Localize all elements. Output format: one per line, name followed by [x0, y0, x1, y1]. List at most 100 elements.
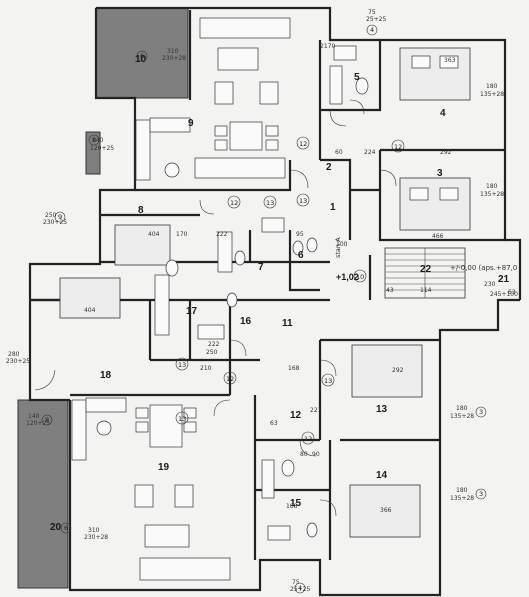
- svg-text:75: 75: [292, 579, 300, 586]
- svg-text:221: 221: [310, 407, 322, 414]
- room-18: 18: [100, 370, 112, 381]
- svg-text:120+25: 120+25: [90, 145, 114, 152]
- svg-text:9: 9: [58, 213, 62, 221]
- svg-text:43: 43: [386, 287, 394, 294]
- svg-text:245+100: 245+100: [490, 291, 518, 298]
- svg-text:12: 12: [394, 143, 402, 151]
- svg-text:363: 363: [444, 57, 456, 64]
- svg-text:120+25: 120+25: [26, 420, 50, 427]
- room-19: 19: [158, 462, 170, 473]
- room-10: 10: [135, 54, 147, 65]
- svg-text:230+25: 230+25: [6, 358, 30, 365]
- room-1: 1: [330, 202, 336, 213]
- room-14: 14: [376, 470, 388, 481]
- svg-text:310: 310: [167, 48, 179, 55]
- svg-text:224: 224: [364, 149, 376, 156]
- svg-text:404: 404: [148, 231, 160, 238]
- svg-text:13: 13: [266, 199, 274, 207]
- room-17: 17: [186, 306, 198, 317]
- svg-text:80: 80: [300, 451, 308, 458]
- svg-text:63: 63: [508, 289, 516, 296]
- room-15: 15: [290, 498, 302, 509]
- circled-numbers: 12 13 12 10 12 13 12 13 12 13 13: [175, 136, 405, 445]
- svg-text:222: 222: [216, 231, 228, 238]
- svg-text:250: 250: [45, 212, 57, 219]
- svg-text:10: 10: [356, 273, 364, 281]
- room-8: 8: [138, 205, 144, 216]
- svg-text:13: 13: [324, 377, 332, 385]
- svg-text:140: 140: [92, 137, 104, 144]
- dimension-labels: 310 230+28 363 180 135+28 292 180 135+28…: [6, 9, 518, 593]
- svg-text:292: 292: [440, 149, 452, 156]
- svg-text:12: 12: [304, 435, 312, 443]
- svg-text:6: 6: [140, 52, 144, 60]
- svg-text:75: 75: [368, 9, 376, 16]
- svg-text:230: 230: [484, 281, 496, 288]
- svg-text:135+28: 135+28: [450, 413, 474, 420]
- room-20: 20: [50, 522, 62, 533]
- svg-text:230+25: 230+25: [43, 219, 67, 226]
- svg-text:466: 466: [432, 233, 444, 240]
- room-21: 21: [498, 274, 510, 285]
- svg-text:114: 114: [420, 287, 432, 294]
- svg-text:60: 60: [335, 149, 343, 156]
- svg-text:13: 13: [178, 361, 186, 369]
- svg-text:8: 8: [45, 416, 49, 424]
- svg-text:3: 3: [479, 408, 483, 416]
- room-6: 6: [298, 250, 304, 261]
- svg-text:63: 63: [270, 420, 278, 427]
- svg-text:250: 250: [206, 349, 218, 356]
- apartment-label: stan A: [334, 237, 342, 258]
- svg-text:6: 6: [64, 524, 68, 532]
- svg-text:95: 95: [296, 231, 304, 238]
- svg-text:12: 12: [230, 199, 238, 207]
- room-4: 4: [440, 108, 446, 119]
- svg-text:13: 13: [299, 197, 307, 205]
- svg-text:280: 280: [8, 351, 20, 358]
- room-9: 9: [188, 118, 194, 129]
- svg-text:3: 3: [479, 490, 483, 498]
- svg-text:168: 168: [286, 503, 298, 510]
- room-13: 13: [376, 404, 388, 415]
- svg-text:100: 100: [336, 241, 348, 248]
- svg-text:168: 168: [288, 365, 300, 372]
- room-22: 22: [420, 264, 432, 275]
- svg-text:12: 12: [299, 140, 307, 148]
- svg-text:230+28: 230+28: [162, 55, 186, 62]
- room-3: 3: [437, 168, 443, 179]
- staircase: [384, 247, 466, 299]
- svg-text:25+25: 25+25: [290, 586, 310, 593]
- svg-text:292: 292: [392, 367, 404, 374]
- furniture: [59, 17, 471, 581]
- svg-text:135+28: 135+28: [450, 495, 474, 502]
- room-11: 11: [282, 318, 293, 329]
- room-2: 2: [326, 162, 332, 173]
- balcony-bottom-left: [17, 399, 69, 589]
- elevation-mark: +/-0,00 (aps.+87,0: [450, 264, 517, 272]
- room-12: 12: [290, 410, 302, 421]
- window-tags: 6 4 9 8 8 6 3 3 4: [41, 24, 487, 594]
- svg-text:4: 4: [370, 26, 374, 34]
- svg-text:180: 180: [456, 405, 468, 412]
- svg-text:210: 210: [200, 365, 212, 372]
- level-mark: +1,02: [336, 272, 359, 282]
- svg-text:222: 222: [208, 341, 220, 348]
- svg-text:180: 180: [456, 487, 468, 494]
- svg-text:90: 90: [312, 451, 320, 458]
- room-numbers: 10 9 5 4 2 3 1 8 7 6 22 21 17 16 11 18 1…: [50, 54, 510, 533]
- svg-text:4: 4: [298, 584, 302, 592]
- room-16: 16: [240, 316, 252, 327]
- svg-text:170: 170: [176, 231, 188, 238]
- balcony-top-left: [95, 7, 189, 99]
- svg-text:404: 404: [84, 307, 96, 314]
- svg-text:366: 366: [380, 507, 392, 514]
- svg-text:135+28: 135+28: [480, 91, 504, 98]
- svg-text:310: 310: [88, 527, 100, 534]
- svg-text:140: 140: [28, 413, 40, 420]
- doors: [34, 99, 397, 517]
- svg-text:8: 8: [92, 136, 96, 144]
- svg-text:180: 180: [486, 183, 498, 190]
- svg-text:12: 12: [226, 375, 234, 383]
- svg-text:13: 13: [178, 415, 186, 423]
